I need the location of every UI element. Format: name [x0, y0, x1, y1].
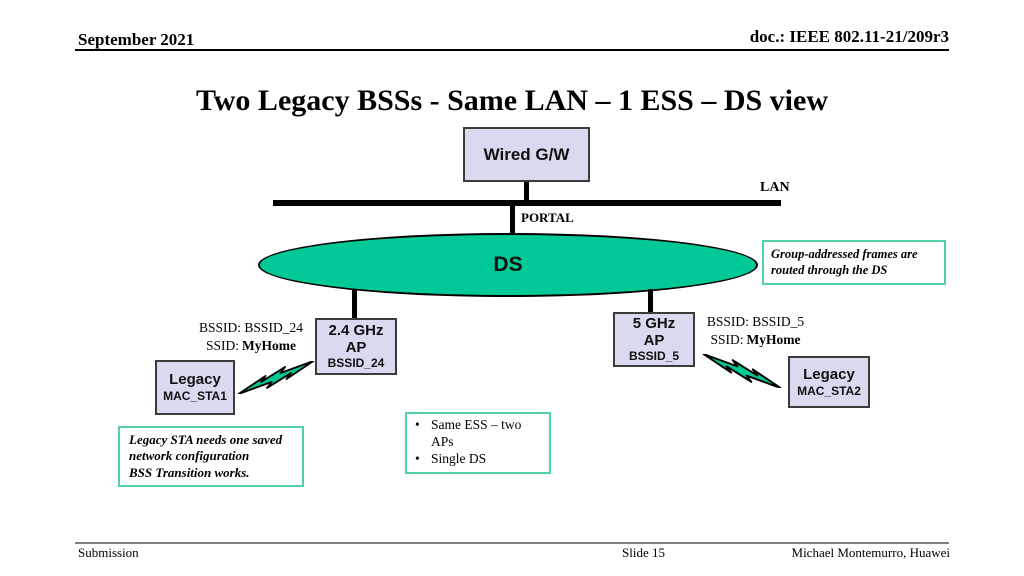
ap-24ghz-bssid: BSSID_24	[327, 356, 385, 370]
bullet-text: Same ESS – two APs	[431, 417, 522, 449]
wireless-link-bolt-icon	[702, 354, 782, 388]
ap-24ghz-freq: 2.4 GHz	[328, 322, 384, 339]
wired-gateway-box: Wired G/W	[463, 127, 590, 182]
ap-24ghz-role: AP	[345, 339, 367, 356]
footer-rule	[75, 542, 949, 544]
ds-ellipse: DS	[258, 233, 758, 297]
ap-5ghz-bssid: BSSID_5	[628, 349, 680, 363]
sta-note-line1: Legacy STA needs one saved	[129, 432, 283, 447]
lan-label: LAN	[760, 180, 790, 195]
bullet-text: Single DS	[431, 450, 487, 466]
ap-5ghz-freq: 5 GHz	[632, 315, 676, 332]
legacy-sta2-name: Legacy	[803, 365, 855, 383]
header-date: September 2021	[78, 30, 195, 49]
ap-24ghz-ids: BSSID: BSSID_24 SSID:MyHome	[192, 319, 310, 354]
sta-note-line3: BSS Transition works.	[129, 464, 250, 480]
bullet-item: • Single DS	[415, 451, 541, 468]
ap-5ghz-role: AP	[643, 332, 665, 349]
ap-24ghz-ssid-line: SSID:MyHome	[192, 337, 310, 355]
ap-24ghz-box: 2.4 GHz AP BSSID_24	[315, 318, 397, 375]
legacy-sta1-mac: MAC_STA1	[163, 389, 227, 403]
footer-author: Michael Montemurro, Huawei	[791, 545, 950, 560]
wireless-link-bolt-icon	[237, 361, 315, 394]
ap-24ghz-bssid-line: BSSID: BSSID_24	[199, 320, 303, 335]
ap-5ghz-box: 5 GHz AP BSSID_5	[613, 312, 695, 367]
ds-note-line2: routed through the DS	[771, 263, 888, 278]
ds-note-box: Group-addressed frames are routed throug…	[762, 240, 946, 285]
ssid-label: SSID:	[710, 331, 744, 347]
bullet-dot: •	[415, 450, 420, 466]
legacy-sta1-name: Legacy	[169, 371, 221, 388]
ap-5ghz-ssid-line: SSID:MyHome	[698, 331, 813, 349]
ds-note-line1: Group-addressed frames are	[771, 247, 918, 261]
ap-5ghz-bssid-line: BSSID: BSSID_5	[706, 314, 805, 329]
summary-bullets-box: • Same ESS – two APs • Single DS	[405, 412, 551, 474]
gateway-lan-connector	[524, 182, 529, 201]
ssid-label: SSID:	[206, 337, 240, 353]
legacy-sta-note-box: Legacy STA needs one saved network confi…	[118, 426, 304, 487]
ssid-value: MyHome	[746, 331, 801, 347]
bullet-dot: •	[415, 417, 420, 432]
ds-label: DS	[493, 253, 523, 276]
header-rule	[75, 49, 949, 51]
footer-slide-number: Slide 15	[622, 545, 665, 560]
slide-title: Two Legacy BSSs - Same LAN – 1 ESS – DS …	[195, 84, 828, 117]
portal-connector	[510, 206, 515, 234]
portal-label: PORTAL	[521, 210, 574, 225]
wired-gateway-label: Wired G/W	[483, 144, 570, 164]
legacy-sta1-box: Legacy MAC_STA1	[155, 360, 235, 415]
ssid-value: MyHome	[242, 337, 296, 353]
legacy-sta2-mac: MAC_STA2	[797, 383, 861, 398]
ds-ap5-connector	[648, 289, 653, 312]
ds-ap24-connector	[352, 289, 357, 318]
lan-bus-line	[273, 200, 781, 206]
header-doc-number: doc.: IEEE 802.11-21/209r3	[749, 27, 949, 46]
sta-note-line2: network configuration	[129, 448, 250, 464]
legacy-sta2-box: Legacy MAC_STA2	[788, 356, 870, 408]
footer-submission: Submission	[78, 545, 139, 560]
bullet-item: • Same ESS – two APs	[415, 417, 541, 451]
ap-5ghz-ids: BSSID: BSSID_5 SSID:MyHome	[698, 313, 813, 348]
